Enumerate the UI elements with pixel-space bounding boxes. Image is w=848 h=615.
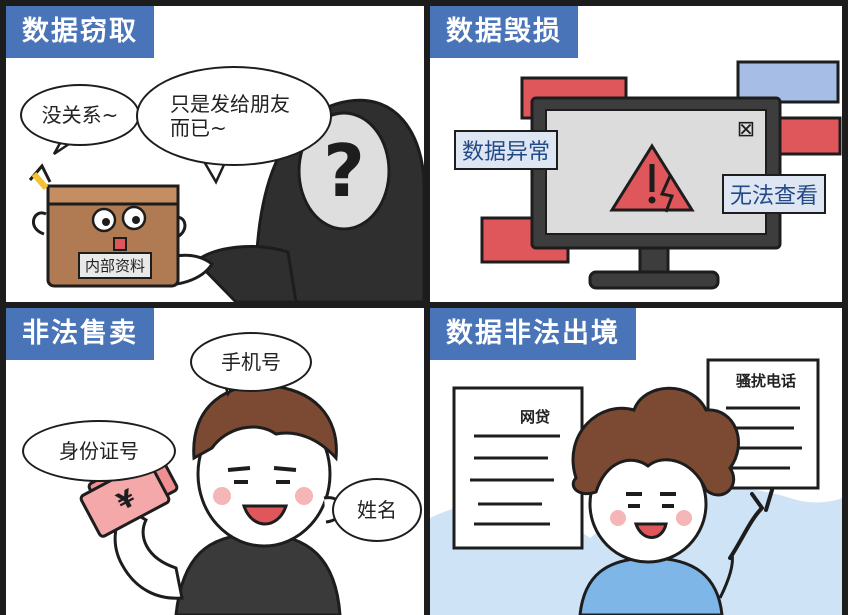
seller-figure — [113, 384, 343, 615]
panel-4-illustration — [430, 358, 842, 615]
speech-bubble-left: 没关系~ — [20, 84, 140, 146]
internal-docs-label: 内部资料 — [78, 252, 153, 279]
speech-bubble-right: 只是发给朋友而已~ — [136, 66, 332, 166]
panel-illegal-export: 数据非法出境 网贷 骚扰电话 — [430, 308, 842, 615]
bubble-id-number: 身份证号 — [22, 420, 176, 482]
curly-hair-figure — [571, 386, 774, 615]
panel-illegal-sale: ¥ 非法售卖 手机号 身份证号 姓名 — [6, 308, 424, 615]
bubble-name: 姓名 — [332, 478, 422, 542]
panel-title: 数据非法出境 — [430, 308, 636, 360]
question-mark: ? — [323, 129, 365, 213]
error-tag-right: 无法查看 — [722, 174, 827, 214]
panel-title: 数据毁损 — [430, 6, 578, 58]
red-window-right — [778, 116, 842, 156]
panel-title: 非法售卖 — [6, 308, 154, 360]
panel-data-theft: ? 数据窃取 没关系~ 只是发给朋 — [6, 6, 424, 302]
blue-window — [736, 60, 840, 104]
loan-note: 网贷 — [520, 408, 551, 426]
harass-call-note: 骚扰电话 — [736, 372, 797, 390]
panel-data-damage: ⊠ 数据毁损 数据异常 无法查看 — [430, 6, 842, 302]
panel-3-illustration: ¥ — [79, 369, 359, 615]
error-tag-left: 数据异常 — [454, 130, 559, 170]
poster-loan — [452, 386, 584, 550]
close-icon: ⊠ — [737, 117, 755, 142]
panel-title: 数据窃取 — [6, 6, 154, 58]
bubble-phone-number: 手机号 — [190, 332, 312, 392]
